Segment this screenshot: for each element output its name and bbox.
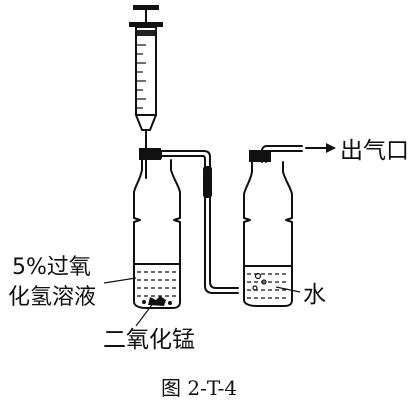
reaction-bottle — [133, 148, 181, 309]
water-label: 水 — [303, 282, 326, 308]
catalyst-leader-line — [135, 301, 155, 327]
solution-label-line1: 5%过氧 — [12, 255, 91, 280]
figure-caption: 图 2-T-4 — [161, 376, 237, 400]
catalyst-label: 二氧化锰 — [103, 327, 195, 353]
solution-leader-line — [103, 277, 137, 284]
solution-label-line2: 化氢溶液 — [8, 285, 96, 310]
water-leader-line — [275, 286, 301, 293]
outlet-arrow — [305, 143, 336, 153]
water-bottle — [243, 145, 303, 307]
outlet-label: 出气口 — [340, 138, 409, 164]
connecting-tube — [160, 150, 239, 294]
